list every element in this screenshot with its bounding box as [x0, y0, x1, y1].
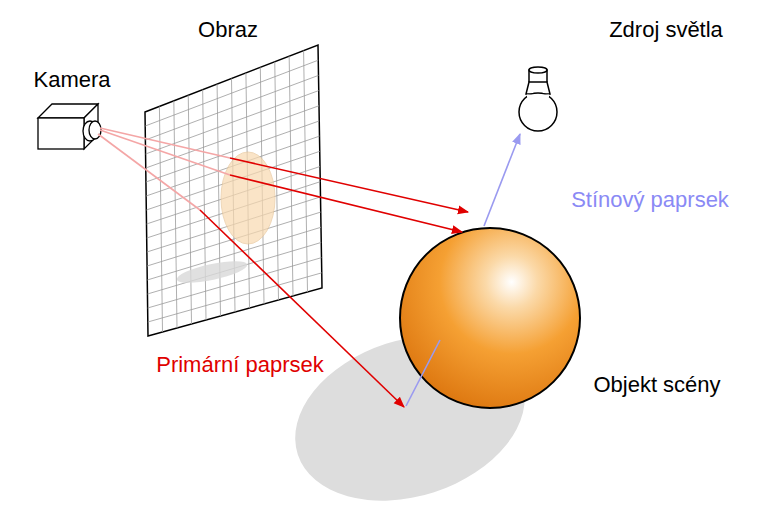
shadow-rays: [406, 134, 520, 406]
camera-icon: [38, 104, 101, 149]
scene-sphere: [400, 228, 580, 408]
ray-label: Stínový paprsek: [571, 188, 729, 212]
object-label: Objekt scény: [593, 373, 720, 397]
ray-label: Primární paprsek: [156, 353, 324, 377]
camera-label: Kamera: [33, 68, 110, 92]
light-bulb-icon: [519, 67, 557, 131]
light-label: Zdroj světla: [609, 18, 723, 42]
plane-label: Obraz: [198, 18, 258, 42]
primary-rays: [98, 128, 468, 407]
